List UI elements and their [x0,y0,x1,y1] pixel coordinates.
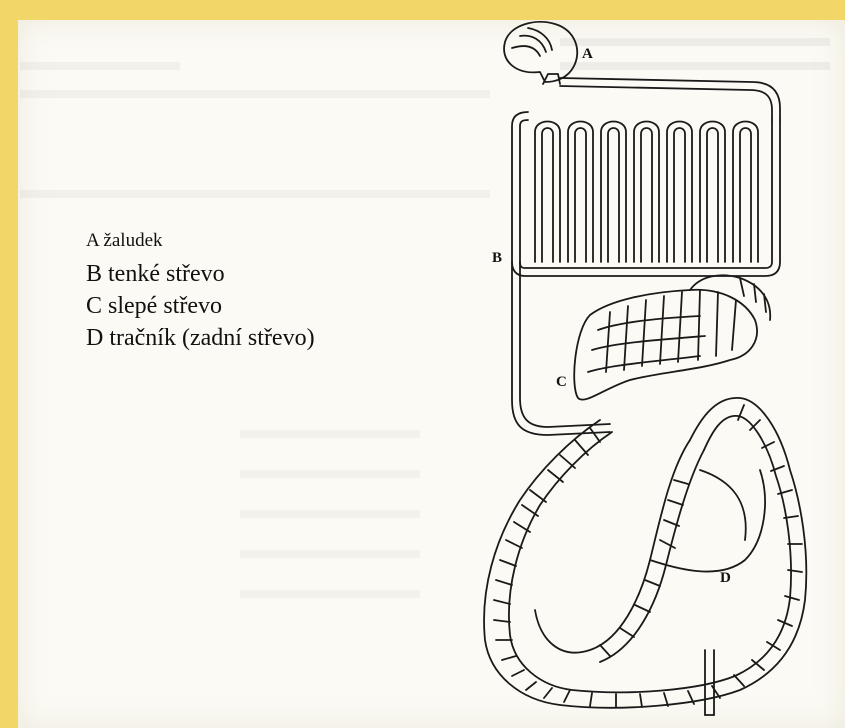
label-b: B [492,250,502,266]
caecum-shape [574,275,770,399]
stomach-shape [504,22,577,84]
small-intestine-coils [512,112,780,276]
label-d: D [720,570,731,586]
label-c: C [556,374,567,390]
duodenum-tube [560,78,780,120]
colon-shape [484,398,806,715]
label-a: A [582,46,593,62]
